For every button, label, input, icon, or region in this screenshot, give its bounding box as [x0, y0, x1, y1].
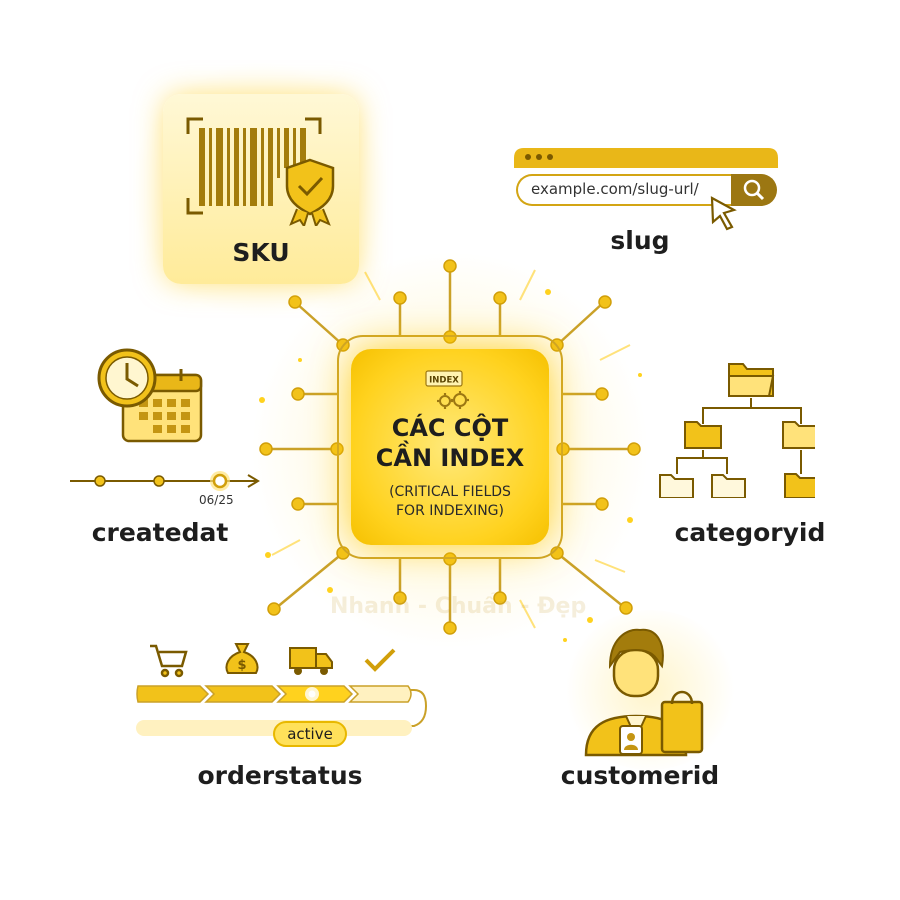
index-badge-icon: INDEX	[425, 370, 463, 387]
search-button[interactable]	[731, 174, 777, 206]
truck-icon	[289, 647, 333, 675]
createdat-date-text: 06/25	[199, 493, 234, 507]
center-subtitle-line2: FOR INDEXING)	[396, 503, 504, 519]
search-icon	[743, 179, 765, 201]
center-subtitle: (CRITICAL FIELDS FOR INDEXING)	[351, 483, 549, 521]
money-bag-icon	[225, 643, 259, 674]
watermark-text: Nhanh - Chuẩn - Đẹp	[330, 594, 587, 619]
center-title-line1: CÁC CỘT	[391, 414, 509, 442]
customer-shopping-icon	[584, 628, 704, 757]
sku-label: SKU	[232, 238, 290, 267]
svg-text:$: $	[237, 658, 246, 673]
index-badge-text: INDEX	[429, 376, 459, 386]
browser-window-icon	[514, 148, 778, 168]
cart-icon	[150, 644, 188, 678]
clock-calendar-icon	[97, 348, 203, 443]
categoryid-label: categoryid	[674, 518, 826, 547]
cursor-arrow-icon	[710, 196, 737, 231]
slug-label: slug	[610, 226, 670, 255]
orderstatus-label: orderstatus	[197, 761, 363, 790]
slug-url-input[interactable]	[516, 174, 732, 206]
orderstatus-active-badge: active	[273, 721, 347, 747]
center-title: CÁC CỘT CẦN INDEX	[351, 413, 549, 473]
gears-icon	[437, 391, 469, 409]
center-title-line2: CẦN INDEX	[375, 444, 525, 472]
timeline-icon	[70, 471, 260, 491]
barcode-shield-icon	[186, 117, 335, 226]
center-frame	[337, 335, 563, 559]
folder-tree-icon	[659, 363, 815, 498]
checkmark-icon	[364, 648, 396, 672]
slug-url-text: example.com/slug-url/	[531, 180, 699, 198]
center-subtitle-line1: (CRITICAL FIELDS	[389, 484, 511, 500]
customerid-label: customerid	[560, 761, 720, 790]
order-steps-icons: $	[150, 643, 396, 678]
createdat-label: createdat	[91, 518, 229, 547]
